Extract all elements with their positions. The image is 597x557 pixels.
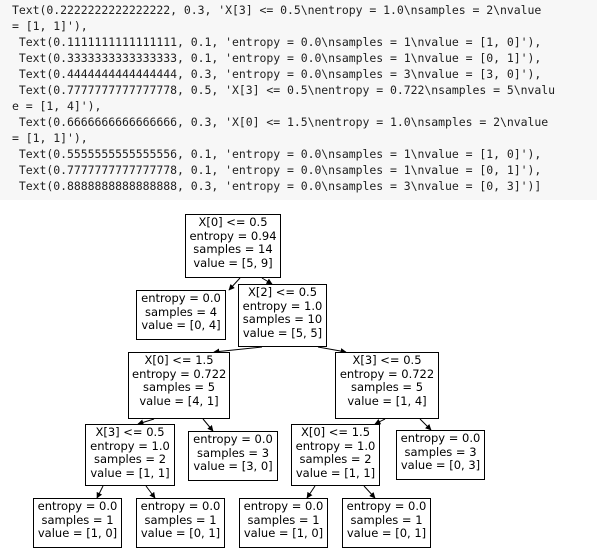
node-split-label: X[0] <= 0.5 — [198, 215, 268, 229]
node-entropy: entropy = 0.0 — [193, 432, 273, 446]
tree-edge — [374, 418, 386, 425]
node-split-label: X[2] <= 0.5 — [247, 285, 318, 299]
node-value: value = [5, 5] — [242, 325, 323, 340]
tree-node-leaf: entropy = 0.0 samples = 1 value = [1, 0] — [239, 498, 328, 548]
tree-edge — [261, 277, 273, 285]
node-value: value = [1, 4] — [347, 393, 427, 408]
console-line: Text(0.8888888888888888, 0.3, 'entropy =… — [12, 179, 542, 193]
tree-edge — [96, 485, 104, 499]
node-entropy: entropy = 0.0 — [140, 499, 221, 513]
tree-edge — [419, 418, 432, 431]
node-entropy: entropy = 1.0 — [90, 438, 170, 453]
tree-edge — [228, 277, 241, 291]
tree-edge — [363, 485, 376, 499]
tree-node-leaf: entropy = 0.0 samples = 3 value = [3, 0] — [188, 431, 278, 481]
node-value: value = [4, 1] — [139, 393, 219, 408]
tree-node: X[0] <= 1.5 entropy = 0.722 samples = 5 … — [128, 352, 230, 419]
node-samples: samples = 1 — [144, 512, 217, 527]
node-entropy: entropy = 0.0 — [400, 431, 481, 445]
tree-node: X[2] <= 0.5 entropy = 1.0 samples = 10 v… — [238, 284, 327, 347]
node-samples: samples = 5 — [350, 380, 424, 395]
tree-node: X[3] <= 0.5 entropy = 1.0 samples = 2 va… — [85, 424, 175, 486]
console-output: Text(0.2222222222222222, 0.3, 'X[3] <= 0… — [0, 0, 597, 200]
tree-node-leaf: entropy = 0.0 samples = 3 value = [0, 3] — [396, 430, 485, 480]
node-split-label: X[0] <= 1.5 — [300, 425, 371, 439]
console-line: Text(0.7777777777777778, 0.5, 'X[3] <= 0… — [12, 83, 556, 97]
node-entropy: entropy = 0.0 — [141, 291, 221, 305]
node-split-label: X[3] <= 0.5 — [95, 425, 165, 439]
tree-node: X[0] <= 1.5 entropy = 1.0 samples = 2 va… — [291, 424, 380, 486]
tree-node: X[3] <= 0.5 entropy = 0.722 samples = 5 … — [335, 352, 439, 419]
console-line: Text(0.6666666666666666, 0.3, 'X[0] <= 1… — [12, 115, 549, 129]
console-line: Text(0.4444444444444444, 0.3, 'entropy =… — [12, 67, 542, 81]
node-samples: samples = 3 — [196, 445, 270, 460]
tree-node-leaf: entropy = 0.0 samples = 1 value = [0, 1] — [342, 498, 431, 548]
console-line: Text(0.5555555555555556, 0.1, 'entropy =… — [12, 147, 542, 161]
node-samples: samples = 5 — [142, 380, 216, 395]
node-value: value = [0, 1] — [140, 526, 221, 541]
tree-edge — [145, 485, 156, 499]
node-samples: samples = 10 — [242, 312, 323, 327]
console-line: = [1, 1]'), — [12, 131, 88, 145]
node-entropy: entropy = 0.0 — [37, 499, 118, 513]
node-samples: samples = 4 — [144, 304, 218, 319]
node-entropy: entropy = 0.722 — [339, 366, 435, 381]
node-entropy: entropy = 0.94 — [189, 228, 277, 243]
tree-edges — [96, 277, 432, 499]
tree-node-leaf: entropy = 0.0 samples = 1 value = [0, 1] — [136, 498, 225, 548]
node-entropy: entropy = 1.0 — [242, 298, 323, 313]
node-split-label: X[0] <= 1.5 — [144, 353, 214, 367]
tree-node-leaf: entropy = 0.0 samples = 4 value = [0, 4] — [136, 290, 226, 340]
tree-node-root: X[0] <= 0.5 entropy = 0.94 samples = 14 … — [185, 214, 281, 278]
node-entropy: entropy = 1.0 — [295, 438, 376, 453]
node-value: value = [5, 9] — [193, 255, 273, 270]
tree-edge — [213, 346, 263, 355]
node-entropy: entropy = 0.0 — [346, 499, 427, 513]
console-line: Text(0.1111111111111111, 0.1, 'entropy =… — [12, 35, 542, 49]
console-line: = [1, 1]'), — [12, 19, 88, 33]
node-samples: samples = 14 — [193, 242, 273, 257]
node-value: value = [3, 0] — [193, 459, 273, 474]
tree-edge — [317, 346, 347, 355]
tree-edge — [137, 418, 155, 426]
node-value: value = [1, 0] — [37, 526, 118, 541]
node-value: value = [1, 0] — [243, 526, 324, 541]
console-line: Text(0.7777777777777778, 0.1, 'entropy =… — [12, 163, 542, 177]
node-samples: samples = 2 — [93, 452, 167, 467]
tree-edge — [202, 418, 214, 432]
node-samples: samples = 3 — [404, 444, 477, 459]
tree-edge — [306, 485, 316, 499]
node-value: value = [0, 3] — [400, 458, 481, 473]
tree-node-leaf: entropy = 0.0 samples = 1 value = [1, 0] — [33, 498, 122, 548]
console-line: e = [1, 4]'), — [12, 99, 102, 113]
console-line: Text(0.2222222222222222, 0.3, 'X[3] <= 0… — [12, 3, 542, 17]
node-split-label: X[3] <= 0.5 — [352, 353, 422, 367]
node-samples: samples = 2 — [299, 452, 372, 467]
node-samples: samples = 1 — [247, 512, 320, 527]
node-entropy: entropy = 0.722 — [132, 366, 227, 381]
node-samples: samples = 1 — [350, 512, 423, 527]
console-line: Text(0.3333333333333333, 0.1, 'entropy =… — [12, 51, 542, 65]
node-samples: samples = 1 — [41, 512, 114, 527]
decision-tree-plot: X[0] <= 0.5 entropy = 0.94 samples = 14 … — [0, 200, 597, 557]
node-value: value = [0, 1] — [346, 526, 427, 541]
node-value: value = [1, 1] — [90, 465, 170, 480]
node-value: value = [0, 4] — [141, 318, 221, 333]
node-value: value = [1, 1] — [295, 465, 376, 480]
node-entropy: entropy = 0.0 — [243, 499, 324, 513]
